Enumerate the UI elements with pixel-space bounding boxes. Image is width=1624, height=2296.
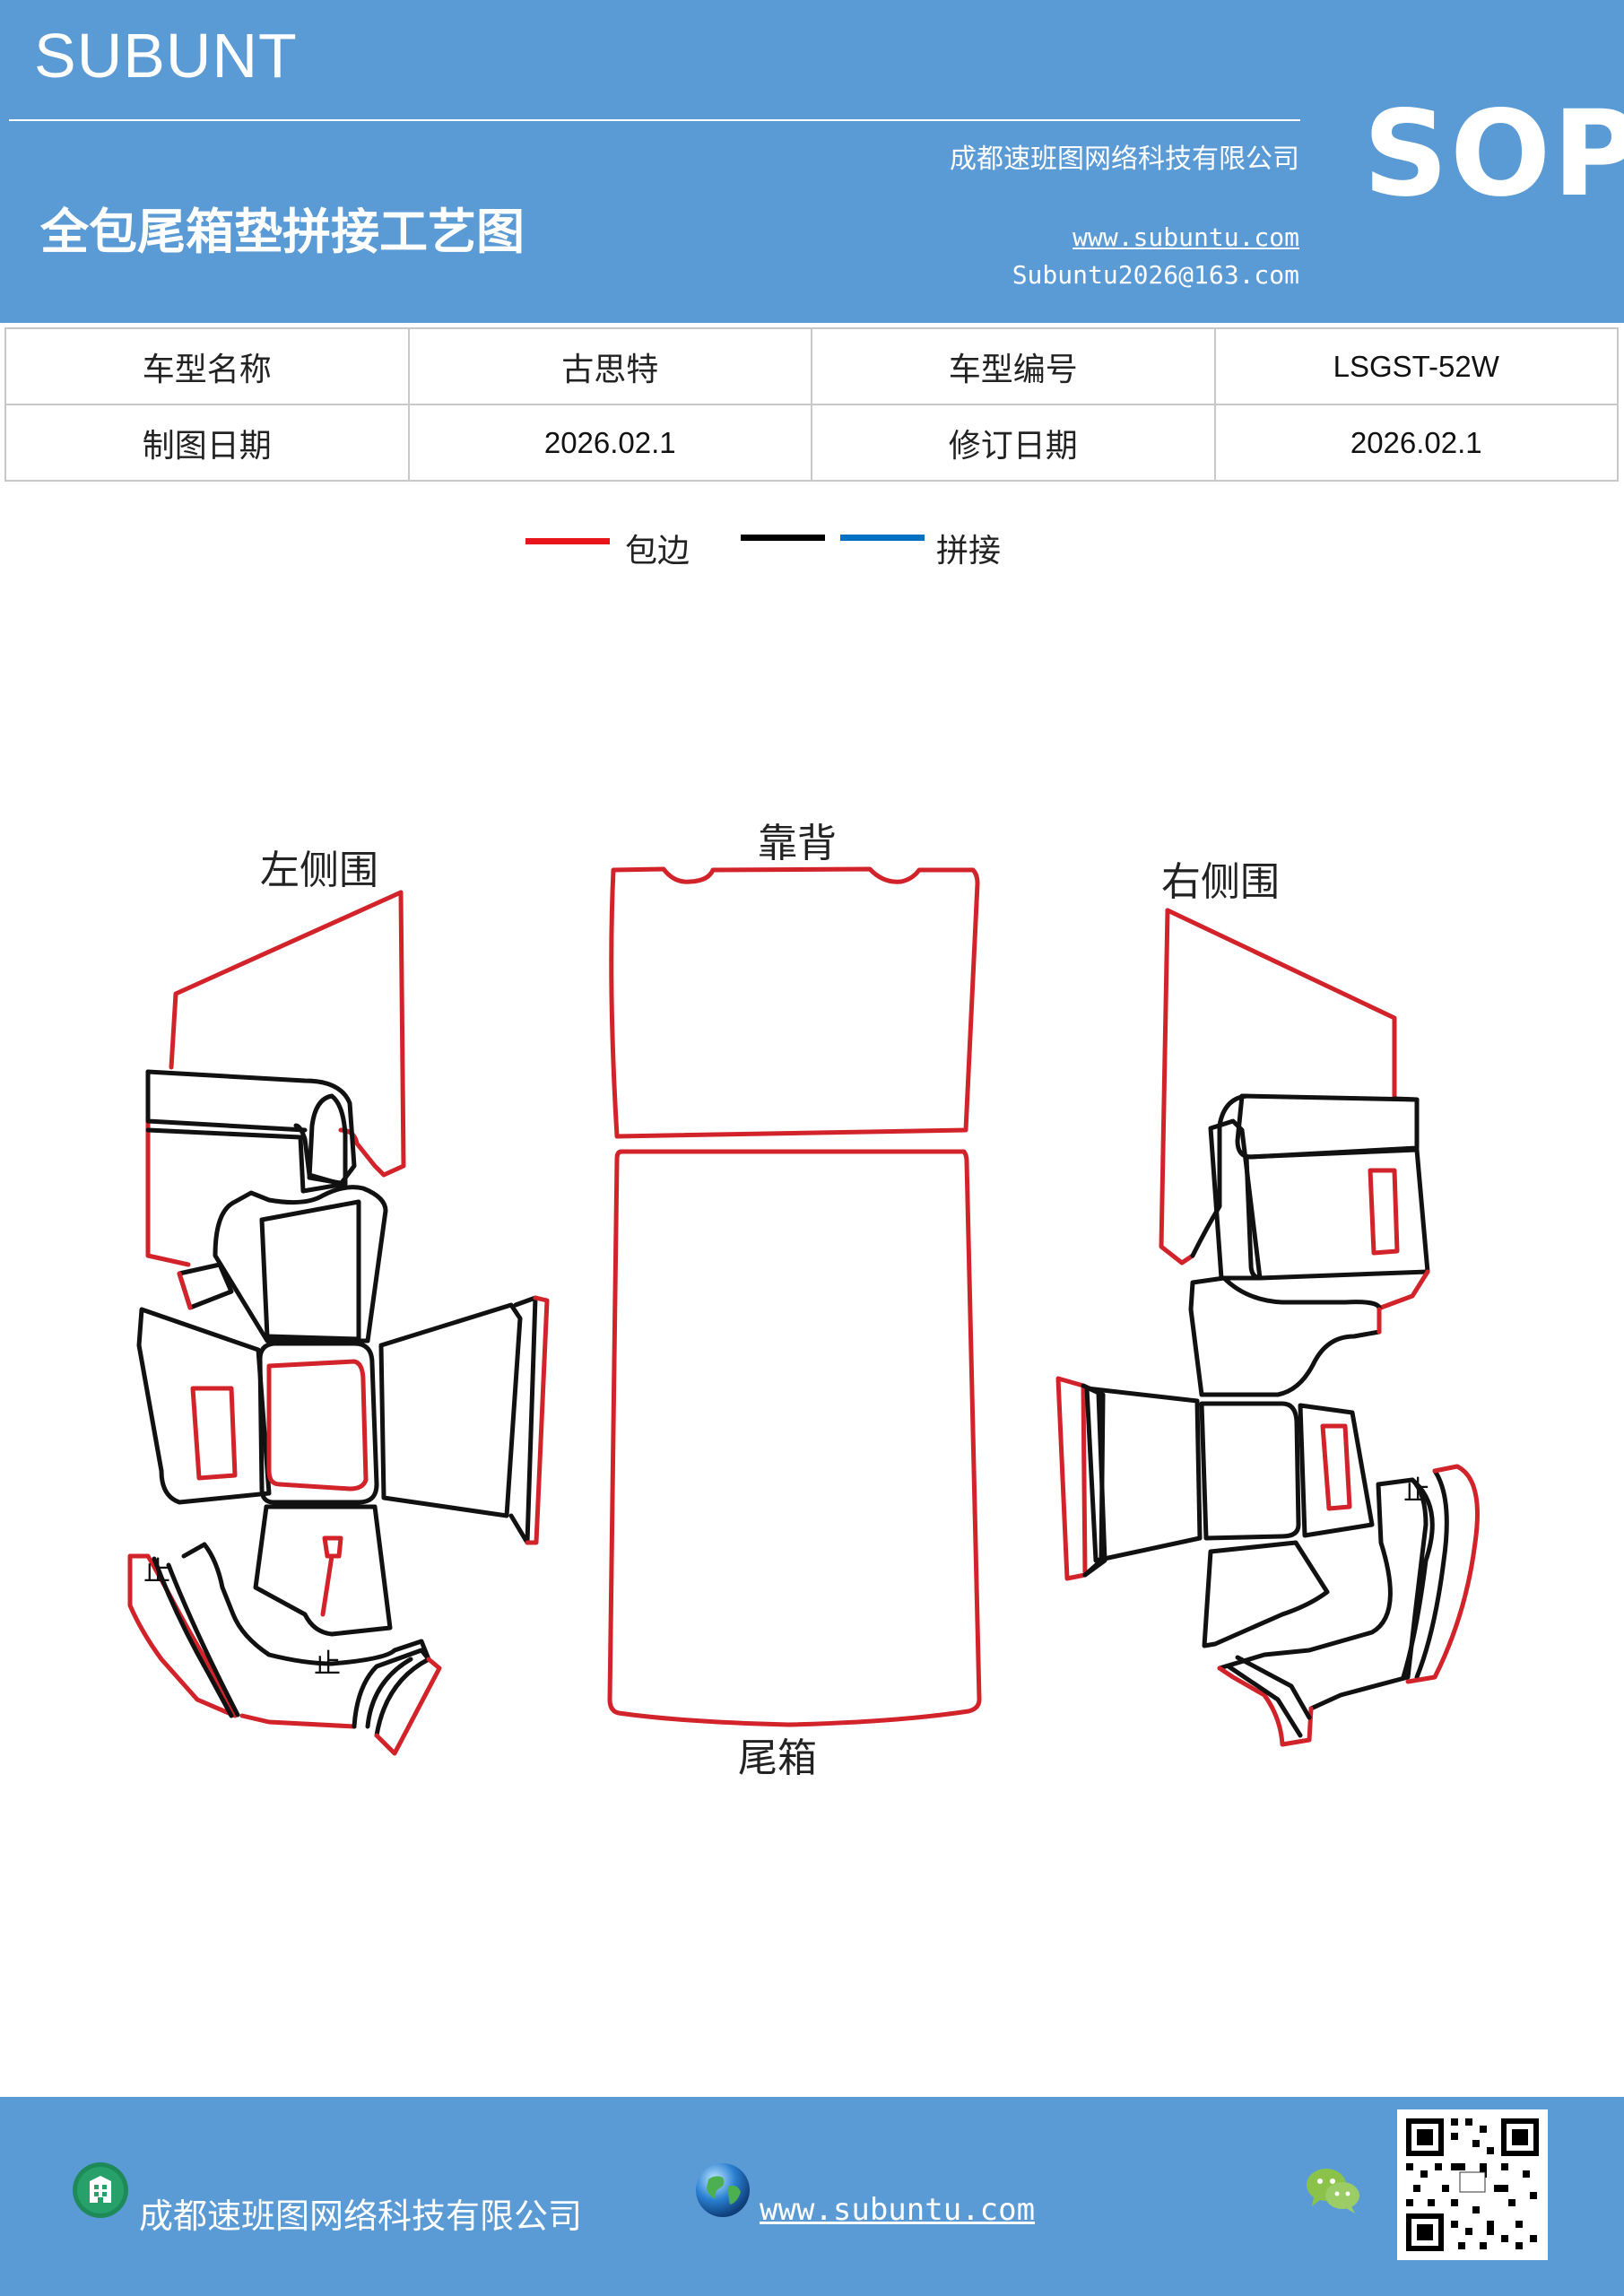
left-piece-2 [307,1093,348,1187]
left-wing-piece [136,1307,272,1505]
sop-badge: SOP [1363,85,1624,223]
label-left-side: 左侧围 [260,848,378,893]
right-slot-piece [1298,1403,1375,1538]
footer-company: 成都速班图网络科技有限公司 [139,2196,583,2236]
legend-swatch-seam [840,535,925,541]
qr-code [1397,2109,1548,2260]
right-lower-strip [1217,1477,1429,1711]
document-title: 全包尾箱垫拼接工艺图 [40,204,525,260]
legend-swatch-edge [525,538,610,544]
back-panel [609,866,980,1139]
table-cell: LSGST-52W [1213,327,1619,405]
right-piece-2 [1244,1147,1430,1281]
left-side-top [169,890,404,1070]
left-wing-slot [190,1386,238,1481]
table-cell: 古思特 [407,327,812,405]
footer: 成都速班图网络科技有限公司 www.subuntu.com [0,2097,1624,2296]
header: SUBUNT 成都速班图网络科技有限公司 全包尾箱垫拼接工艺图 www.subu… [0,0,1624,323]
stop-mark: 止 [143,1556,170,1587]
header-email[interactable]: Subuntu2026@163.com [1012,260,1299,290]
table-cell: 2026.02.1 [407,404,812,482]
table-row: 车型名称 古思特 车型编号 LSGST-52W [4,327,1619,405]
legend-label-edge: 包边 [625,533,690,570]
right-side-outer [1165,908,1397,1101]
table-row: 制图日期 2026.02.1 修订日期 2026.02.1 [4,404,1619,482]
right-piece-1 [1235,1093,1420,1160]
table-cell: 修订日期 [811,404,1216,482]
stop-mark: 止 [1403,1475,1430,1507]
vehicle-info-table: 车型名称 古思特 车型编号 LSGST-52W 制图日期 2026.02.1 修… [4,327,1619,482]
left-strip-1 [181,1542,431,1666]
right-lower-piece [1202,1540,1330,1648]
left-lower-piece [253,1504,393,1637]
header-divider [9,119,1300,121]
legend-label-seam: 拼接 [936,533,1002,570]
stop-mark: 止 [314,1648,341,1680]
footer-website-link[interactable]: www.subuntu.com [760,2192,1036,2228]
building-icon [73,2162,128,2218]
right-square [1199,1401,1301,1541]
right-piece-4 [1188,1275,1382,1397]
wechat-icon [1307,2169,1359,2213]
left-center-square [257,1341,379,1505]
label-trunk: 尾箱 [738,1735,817,1781]
table-cell: 2026.02.1 [1213,404,1619,482]
legend-swatch-black [741,535,825,541]
left-strip-2 [352,1648,431,1738]
left-fan-piece [378,1302,523,1518]
globe-icon [696,2163,750,2217]
label-back: 靠背 [758,821,837,866]
brand-name: SUBUNT [34,21,298,91]
table-cell: 制图日期 [4,404,410,482]
header-website-link[interactable]: www.subuntu.com [1073,222,1299,252]
right-fan-2 [1084,1386,1203,1563]
right-slot-2 [1320,1423,1352,1511]
label-right-side: 右侧围 [1161,859,1280,905]
header-company: 成都速班图网络科技有限公司 [950,144,1299,175]
table-cell: 车型名称 [4,327,410,405]
table-cell: 车型编号 [811,327,1216,405]
trunk-panel [607,1149,982,1727]
left-lower-slot [322,1535,343,1559]
left-piece-3 [213,1185,388,1344]
right-slot-1 [1368,1168,1400,1256]
right-piece-3 [1208,1118,1263,1281]
